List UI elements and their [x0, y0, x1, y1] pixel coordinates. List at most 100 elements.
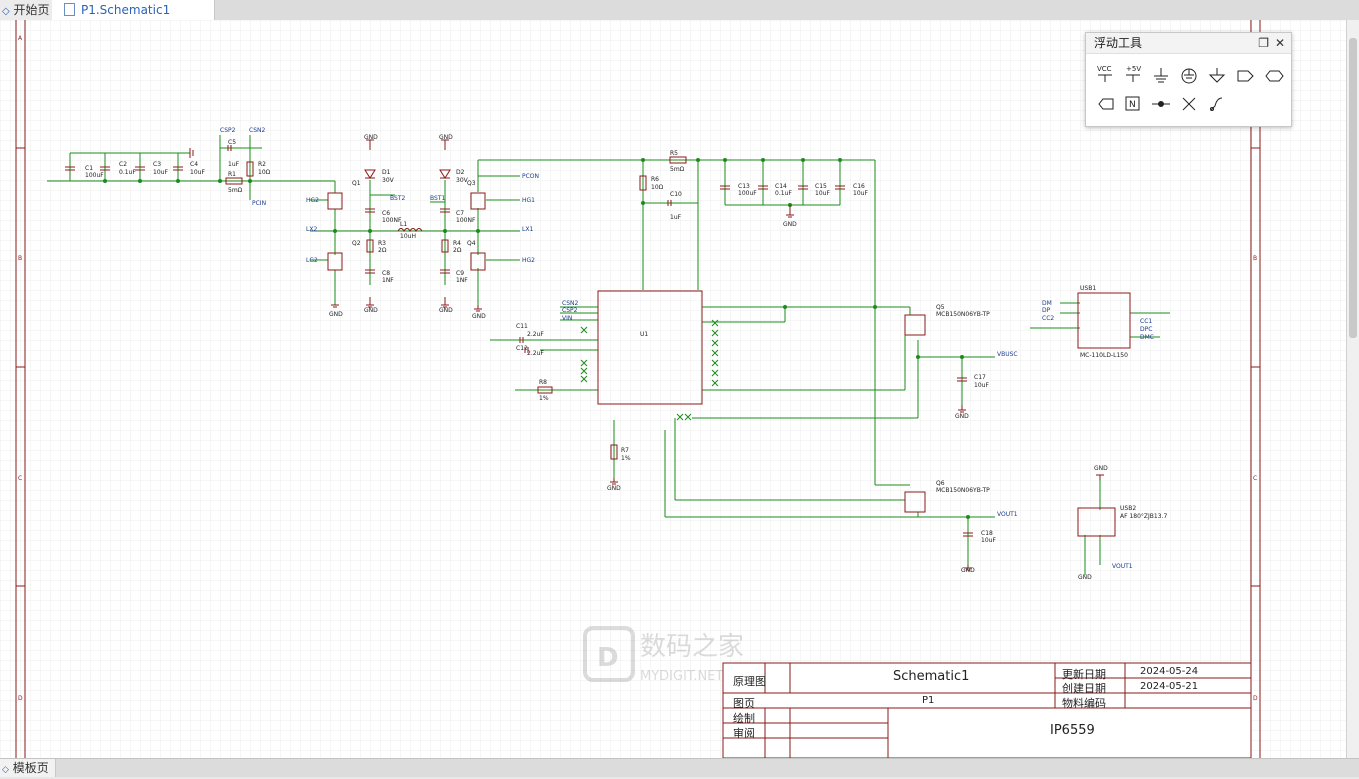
tool-net-port-right[interactable] [1234, 64, 1256, 84]
watermark-en: MYDIGIT.NET [640, 669, 723, 684]
net-label-dmc: DMC [1140, 334, 1154, 341]
tab-start-page[interactable]: ◇ 开始页 [0, 0, 55, 20]
watermark: D 数码之家 MYDIGIT.NET [583, 626, 744, 684]
vcc-icon: VCC [1097, 65, 1112, 82]
net-label-vout1: VOUT1 [997, 511, 1018, 518]
value-r1: 5mΩ [228, 187, 243, 194]
part-c17: C17 [974, 374, 986, 381]
net-label-dp: DP [1042, 307, 1051, 314]
border-letter-d-right: D [1253, 695, 1258, 702]
plus5v-icon: +5V [1126, 65, 1141, 82]
value-r8: 1% [539, 395, 549, 402]
value-c10: 1uF [670, 214, 682, 221]
part-c16: C16 [853, 183, 865, 190]
tool-wire-junction[interactable] [1150, 94, 1172, 114]
part-q1: Q1 [352, 180, 361, 187]
value-c12: 2.2uF [527, 350, 544, 357]
value-c5: 1uF [228, 161, 240, 168]
net-label-hg2: HG2 [306, 197, 319, 204]
restore-icon[interactable]: ❐ [1258, 36, 1269, 50]
border-letter-a-left: A [18, 35, 23, 42]
part-c8: C8 [382, 270, 390, 277]
part-c12: C12 [516, 345, 528, 352]
tool-net-port-both[interactable] [1262, 64, 1284, 84]
gnd-label-c17: GND [955, 413, 969, 420]
net-label-csn2: CSN2 [249, 127, 265, 134]
value-r4: 2Ω [453, 247, 462, 254]
svg-text:D: D [597, 643, 619, 673]
tool-signal-ground[interactable] [1206, 64, 1228, 84]
scrollbar-thumb[interactable] [1349, 38, 1357, 338]
net-label-icon: N [1125, 96, 1140, 111]
border-letter-d-left: D [18, 695, 23, 702]
net-label-letter: N [1129, 100, 1136, 110]
gnd-label-usb2-bottom: GND [1078, 574, 1092, 581]
part-c13: C13 [738, 183, 750, 190]
part-usb2: USB2 [1120, 505, 1136, 512]
value-c11: 2.2uF [527, 331, 544, 338]
close-icon[interactable]: ✕ [1274, 36, 1285, 50]
net-label-vbusc: VBUSC [997, 351, 1018, 358]
tab-template-page[interactable]: ◇ 模板页 [0, 759, 56, 777]
net-label-lx1: LX1 [522, 226, 533, 233]
part-d2: D2 [456, 169, 465, 176]
tool-vcc[interactable] [1094, 64, 1116, 84]
net-label-dpc: DPC [1140, 326, 1152, 333]
part-r2: R2 [258, 161, 266, 168]
net-port-both-icon [1265, 70, 1284, 82]
value-c17: 10uF [974, 382, 989, 389]
gnd-label-d2: GND [439, 134, 453, 141]
earth-icon [1181, 68, 1197, 84]
value-c3: 10uF [153, 169, 168, 176]
tool-probe[interactable] [1206, 94, 1228, 114]
part-r6: R6 [651, 176, 659, 183]
net-label-cc2: CC2 [1042, 315, 1054, 322]
net-port-right-icon [1237, 70, 1254, 82]
tab-schematic[interactable]: P1.Schematic1 [52, 0, 215, 20]
part-c15: C15 [815, 183, 827, 190]
watermark-cn: 数码之家 [640, 632, 744, 662]
net-label-pcin: PCIN [252, 200, 266, 207]
border-letter-b-left: B [18, 255, 22, 262]
tool-ground[interactable] [1150, 64, 1172, 84]
value-c9: 1NF [456, 277, 468, 284]
part-u1: U1 [640, 331, 648, 338]
net-label-bst2: BST2 [390, 195, 405, 202]
schematic-canvas[interactable]: A B C D A B C D [0, 20, 1346, 758]
tool-plus5v[interactable] [1122, 64, 1144, 84]
floating-tools-header[interactable]: 浮动工具 ❐ ✕ [1086, 33, 1291, 54]
tool-earth[interactable] [1178, 64, 1200, 84]
wire-junction-icon [1152, 101, 1170, 107]
value-c4: 10uF [190, 169, 205, 176]
value-usb1: MC-110LD-L150 [1080, 352, 1128, 359]
vertical-scrollbar[interactable] [1346, 20, 1359, 758]
value-c1: 100uF [85, 172, 104, 179]
tab-start-page-label: 开始页 [13, 3, 50, 17]
ground-symbols [331, 139, 1104, 571]
value-r3: 2Ω [378, 247, 387, 254]
part-r8: R8 [539, 379, 547, 386]
wire-junctions [103, 158, 970, 519]
part-q5: Q5 [936, 304, 945, 311]
tab-template-label: 模板页 [12, 761, 49, 775]
value-q5: MCB150N06YB-TP [936, 311, 990, 318]
part-c9: C9 [456, 270, 464, 277]
tool-net-label[interactable] [1122, 94, 1144, 114]
value-r2: 10Ω [258, 169, 271, 176]
net-label-csp2: CSP2 [220, 127, 236, 134]
tab-schematic-label: P1.Schematic1 [81, 3, 171, 17]
signal-ground-icon [1208, 68, 1226, 83]
tool-no-connect[interactable] [1178, 94, 1200, 114]
part-c18: C18 [981, 530, 993, 537]
value-d2: 30V [456, 177, 469, 184]
gnd-label-q2: GND [329, 311, 343, 318]
wires [47, 135, 1170, 575]
value-c18: 10uF [981, 537, 996, 544]
tool-net-port-left[interactable] [1094, 94, 1116, 114]
gnd-label-d1: GND [364, 134, 378, 141]
net-port-left-icon [1098, 98, 1114, 110]
border-letter-b-right: B [1253, 255, 1257, 262]
document-icon [64, 3, 75, 16]
home-icon: ◇ [2, 6, 10, 17]
value-c16: 10uF [853, 190, 868, 197]
